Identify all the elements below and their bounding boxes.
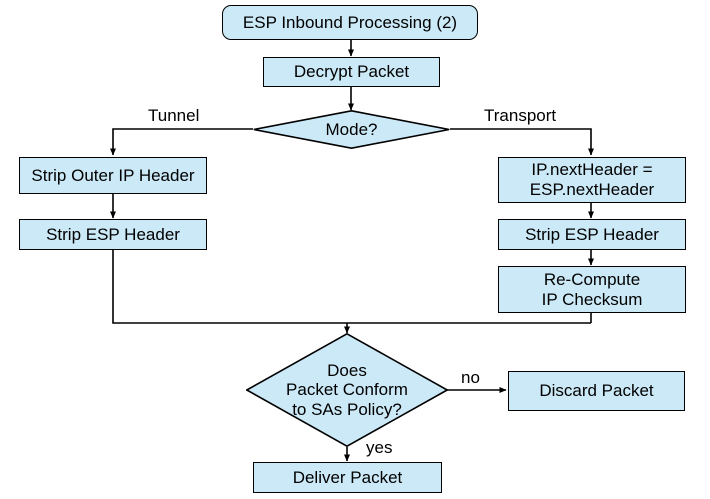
conform-diamond-shape <box>246 333 448 447</box>
edge-mode-tunnel <box>110 128 253 156</box>
edge-label-no: no <box>461 368 480 387</box>
node-discard-packet[interactable]: Discard Packet <box>508 371 685 411</box>
edge-left-merge <box>112 250 591 324</box>
node-mode-decision[interactable]: Mode? <box>253 110 450 149</box>
node-start-esp-inbound-processing[interactable]: ESP Inbound Processing (2) <box>222 5 478 40</box>
edge-label-transport: Transport <box>484 106 557 125</box>
node-strip-esp-header-transport[interactable]: Strip ESP Header <box>498 219 686 250</box>
node-decrypt-packet[interactable]: Decrypt Packet <box>263 57 440 87</box>
edge-mode-transport <box>450 128 594 156</box>
edge-label-yes: yes <box>366 438 393 457</box>
node-strip-esp-header-tunnel[interactable]: Strip ESP Header <box>19 219 207 250</box>
node-ip-nextheader-assign[interactable]: IP.nextHeader = ESP.nextHeader <box>498 157 686 203</box>
edge-label-tunnel: Tunnel <box>148 106 200 125</box>
node-deliver-packet[interactable]: Deliver Packet <box>253 462 442 493</box>
node-conform-decision[interactable]: Does Packet Conform to SAs Policy? <box>246 333 448 447</box>
node-recompute-ip-checksum[interactable]: Re-Compute IP Checksum <box>498 266 686 313</box>
mode-diamond-shape <box>253 110 450 149</box>
node-strip-outer-ip-header[interactable]: Strip Outer IP Header <box>19 157 207 194</box>
